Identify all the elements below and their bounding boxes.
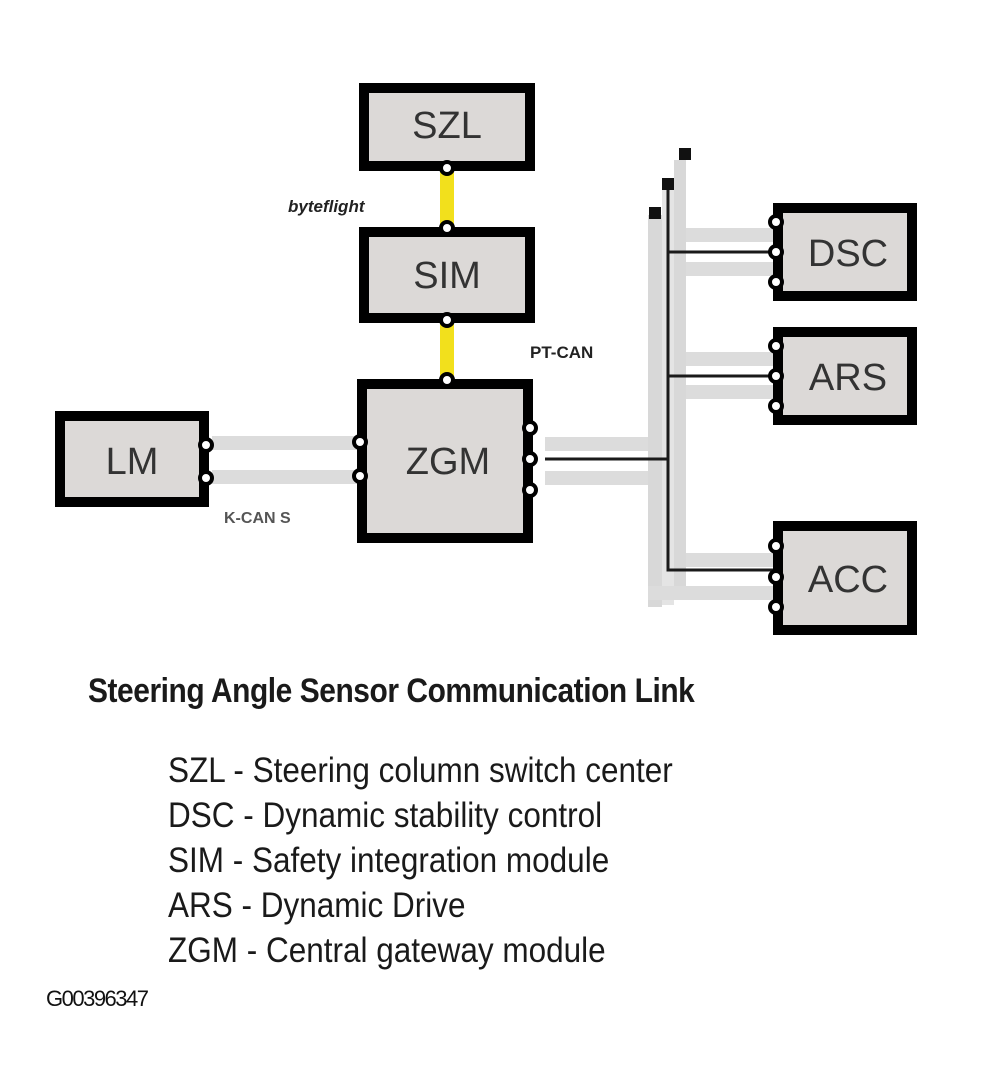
k-can-s-bus (212, 436, 360, 484)
legend-item: ZGM - Central gateway module (168, 931, 606, 970)
legend-item: ARS - Dynamic Drive (168, 886, 466, 925)
pt-can-label: PT-CAN (530, 343, 593, 362)
module-label: SIM (413, 255, 481, 297)
module-label: DSC (808, 233, 888, 275)
module-label: ZGM (406, 441, 490, 483)
figure-id: G00396347 (46, 986, 149, 1011)
byteflight-label: byteflight (288, 197, 366, 216)
k-can-s-label: K-CAN S (224, 510, 291, 527)
legend-item: SZL - Steering column switch center (168, 751, 673, 790)
terminator-dot (662, 178, 674, 190)
module-ars[interactable]: ARS (773, 327, 917, 425)
module-label: ACC (808, 559, 888, 601)
module-lm[interactable]: LM (55, 411, 209, 507)
module-zgm[interactable]: ZGM (357, 379, 533, 543)
byteflight-link-szl-sim (440, 170, 454, 224)
network-diagram: SZL SIM ZGM LM DSC ARS ACC (55, 83, 917, 635)
module-label: ARS (809, 357, 887, 399)
module-sim[interactable]: SIM (359, 227, 535, 323)
terminator-dot (679, 148, 691, 160)
connector-pins (198, 160, 784, 615)
terminator-dot (649, 207, 661, 219)
byteflight-link-sim-zgm (440, 322, 454, 378)
abbreviation-legend: SZL - Steering column switch center DSC … (168, 748, 673, 973)
module-label: SZL (412, 105, 482, 147)
module-szl[interactable]: SZL (359, 83, 535, 171)
module-label: LM (106, 441, 159, 483)
figure-title: Steering Angle Sensor Communication Link (88, 672, 695, 710)
legend-item: SIM - Safety integration module (168, 841, 610, 880)
module-acc[interactable]: ACC (773, 521, 917, 635)
module-dsc[interactable]: DSC (773, 203, 917, 301)
legend-item: DSC - Dynamic stability control (168, 796, 603, 835)
pt-can-bus (545, 148, 774, 607)
